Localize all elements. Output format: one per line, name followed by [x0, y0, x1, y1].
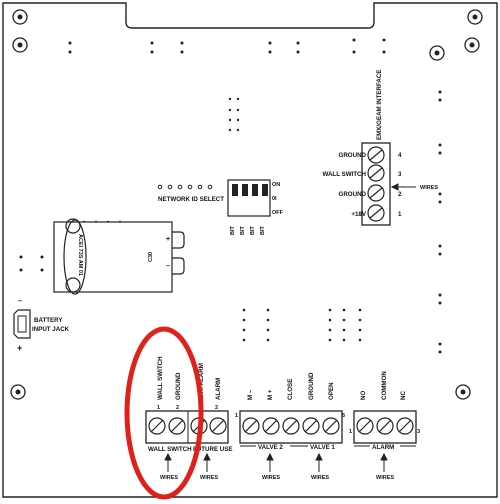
col-valve-close: CLOSE	[287, 379, 294, 400]
col-alarm-common: COMMON	[381, 371, 388, 400]
footer-wall-switch: WALL SWITCH	[148, 446, 192, 453]
interface-row-label-3: GROUND	[339, 191, 367, 198]
pin-valve-1: 1	[235, 413, 238, 419]
wires-label-3: WIRES	[262, 475, 280, 481]
pin-1: 1	[157, 405, 160, 411]
terminal-block-alarm	[353, 410, 417, 444]
network-id-label: NETWORK ID SELECT	[158, 196, 224, 203]
footer-future-use: FUTURE USE	[193, 446, 233, 453]
col-valve-m-minus: M –	[247, 389, 254, 400]
pin-alarm-1: 1	[349, 429, 352, 435]
battery-minus: –	[18, 298, 22, 305]
col-wall-switch: WALL SWITCH	[157, 356, 164, 400]
capacitor-component: ACEI 73S AM 01 C30 + –	[53, 218, 185, 295]
col-valve-open: OPEN	[328, 382, 335, 400]
mounting-hole-right-upper	[464, 37, 480, 53]
solder-dots	[19, 38, 442, 354]
battery-label-1: BATTERY	[34, 317, 63, 324]
mounting-hole-top-left	[12, 9, 28, 25]
mounting-hole-bottom-left	[10, 384, 26, 400]
mounting-hole-right-second	[429, 45, 445, 61]
capacitor-label: C30	[148, 252, 154, 262]
terminal-screws-interface	[367, 146, 385, 222]
col-ext-alarm: EXT. ALARM	[198, 363, 205, 400]
battery-label-2: INPUT JACK	[32, 326, 70, 333]
capacitor-minus: –	[166, 263, 170, 270]
battery-plus: +	[17, 343, 22, 353]
interface-wires-label: WIRES	[420, 185, 438, 191]
dip-bit-1: BIT	[230, 226, 236, 236]
wires-label-4: WIRES	[311, 475, 329, 481]
terminal-block-wall-switch	[145, 410, 229, 444]
interface-row-label-2: WALL SWITCH	[322, 171, 366, 178]
footer-valve-1: VALVE 1	[310, 444, 335, 451]
mounting-hole-left-upper	[12, 37, 28, 53]
col-alarm-nc: NC	[400, 391, 407, 400]
dip-bit-2: BIT	[240, 226, 246, 236]
col-valve-ground: GROUND	[308, 372, 315, 400]
col-valve-m-plus: M +	[267, 389, 274, 400]
capacitor-plus: +	[166, 236, 170, 243]
dip-bit-3: BIT	[250, 226, 256, 236]
dip-side-label: 0I	[272, 196, 277, 202]
pin-2: 2	[176, 405, 179, 411]
interface-row-num-1: 4	[398, 152, 402, 159]
pin-ext-2: 2	[215, 405, 218, 411]
board-outline	[2, 2, 498, 498]
interface-terminal-block: EMX/GEAM INTERFACE GROUND WALL SWITCH GR…	[322, 70, 438, 226]
col-alarm: ALARM	[215, 378, 222, 400]
interface-wires-arrow	[390, 183, 416, 191]
col-alarm-no: NO	[360, 391, 367, 400]
col-ground: GROUND	[175, 372, 182, 400]
wires-label-5: WIRES	[376, 475, 394, 481]
pin-alarm-3: 3	[417, 429, 420, 435]
dip-switch-levers	[232, 184, 268, 196]
network-id-select: NETWORK ID SELECT ON 0I OFF BIT BIT BIT …	[157, 179, 284, 236]
interface-row-label-4: +18V	[351, 211, 366, 218]
pin-valve-5: 5	[342, 413, 345, 419]
wire-arrows	[164, 452, 388, 472]
mounting-hole-bottom-right	[455, 384, 471, 400]
interface-row-num-2: 3	[398, 171, 402, 178]
dip-off-label: OFF	[272, 210, 284, 216]
footer-valve-2: VALVE 2	[258, 444, 283, 451]
interface-row-label-1: GROUND	[339, 152, 367, 159]
dip-bit-4: BIT	[260, 226, 266, 236]
chip-text: ACEI 73S AM 01	[77, 234, 83, 276]
footer-alarm: ALARM	[372, 444, 394, 451]
terminal-block-valves	[239, 410, 343, 444]
battery-jack: – + BATTERY INPUT JACK	[13, 298, 70, 353]
mounting-hole-top-right	[467, 9, 483, 25]
dip-on-label: ON	[272, 182, 280, 188]
wires-label-1: WIRES	[160, 475, 178, 481]
interface-title: EMX/GEAM INTERFACE	[376, 70, 383, 140]
wires-label-2: WIRES	[200, 475, 218, 481]
interface-row-num-3: 2	[398, 191, 402, 198]
interface-row-num-4: 1	[398, 211, 402, 218]
highlight-ellipse-wall-switch	[124, 326, 204, 500]
